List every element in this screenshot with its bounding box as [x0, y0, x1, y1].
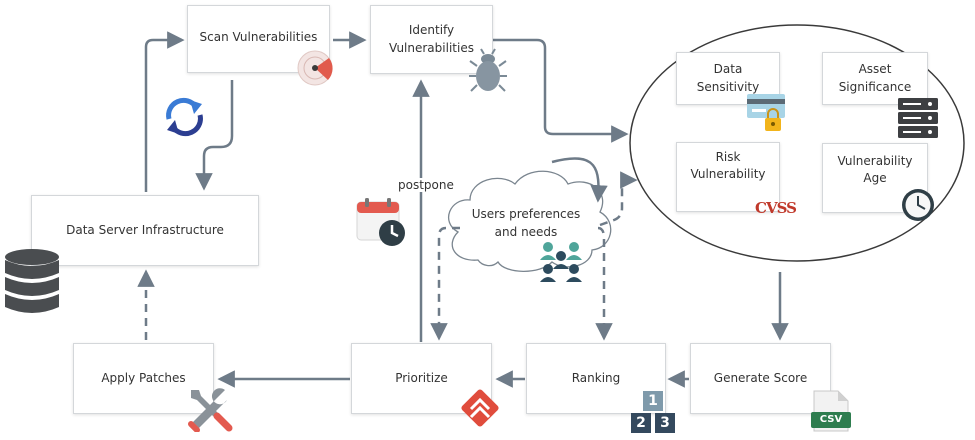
generate-score-label: Generate Score	[713, 370, 808, 385]
arrow-server-to-scan	[144, 31, 185, 192]
people-group-icon	[540, 242, 582, 282]
risk-factors-ellipse	[629, 24, 965, 262]
risk-vulnerability-label: Risk Vulnerability	[690, 149, 766, 181]
apply-patches-label: Apply Patches	[101, 370, 186, 385]
ranking-label: Ranking	[571, 370, 621, 385]
radar-icon	[297, 50, 333, 86]
postpone-label: postpone	[396, 178, 456, 192]
arrow-cloud-to-ranking	[595, 226, 613, 341]
rank-1-block: 1	[643, 391, 663, 411]
arrow-identify-to-ellipse	[493, 38, 629, 143]
database-icon	[5, 249, 59, 313]
generate-score-box[interactable]: Generate Score	[690, 343, 831, 414]
asset-significance-label: Asset Significance	[838, 62, 912, 94]
arrow-ellipse-to-cloud	[551, 157, 608, 203]
data-server-infrastructure-box[interactable]: Data Server Infrastructure	[31, 195, 259, 266]
asset-significance-box[interactable]: Asset Significance	[822, 52, 928, 105]
prioritize-label: Prioritize	[395, 370, 448, 385]
server-rack-icon	[898, 98, 938, 138]
ranking-blocks-icon: 1 2 3	[631, 391, 677, 435]
rank-3-block: 3	[655, 413, 675, 433]
csv-file-shape	[811, 390, 851, 432]
cvss-logo: CVSS	[755, 199, 797, 217]
rank-2-block: 2	[631, 413, 651, 433]
ranking-box[interactable]: Ranking	[526, 343, 666, 414]
arrow-scan-to-server	[195, 80, 234, 191]
cvss-logo-text: CVSS	[755, 199, 797, 217]
double-chevron-up-icon	[461, 389, 499, 427]
arrow-cloud-to-ellipse	[599, 171, 638, 227]
identify-vulnerabilities-label: Identify Vulnerabilities	[389, 23, 474, 55]
risk-vulnerability-box[interactable]: Risk Vulnerability	[676, 142, 780, 212]
sync-icon	[166, 97, 203, 137]
rank-3-label: 3	[660, 415, 670, 431]
identify-vulnerabilities-box[interactable]: Identify Vulnerabilities	[370, 5, 493, 74]
credit-card-lock-icon	[747, 94, 785, 131]
data-server-infrastructure-label: Data Server Infrastructure	[66, 222, 224, 237]
users-preferences-label: Users preferences and needs	[471, 207, 581, 239]
rank-1-label: 1	[648, 393, 658, 409]
rank-2-label: 2	[636, 415, 646, 431]
wrench-screwdriver-icon	[188, 388, 233, 432]
bug-icon	[469, 48, 507, 92]
vulnerability-age-label: Vulnerability Age	[837, 153, 913, 185]
csv-label: CSV	[819, 414, 843, 425]
calendar-clock-icon	[356, 198, 405, 246]
scan-vulnerabilities-label: Scan Vulnerabilities	[199, 30, 318, 45]
apply-patches-box[interactable]: Apply Patches	[73, 343, 214, 414]
clock-icon	[902, 189, 934, 221]
arrow-cloud-to-prioritize	[430, 226, 460, 341]
csv-file-icon: CSV	[811, 390, 851, 432]
data-sensitivity-label: Data Sensitivity	[696, 62, 760, 94]
scan-vulnerabilities-box[interactable]: Scan Vulnerabilities	[187, 5, 330, 73]
